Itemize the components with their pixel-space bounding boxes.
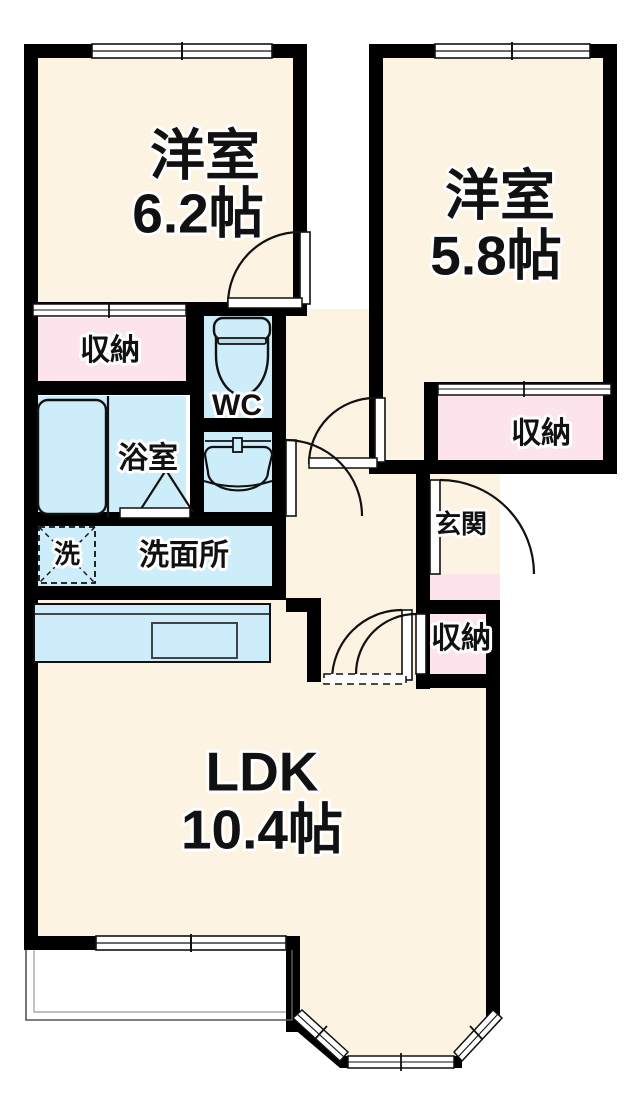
door-washroom-hall[interactable]: [285, 438, 364, 517]
label-bedroom2-sub: 5.8帖: [430, 225, 561, 287]
vanity-sink-fixture: [203, 437, 274, 492]
wall-ldk-top-right: [286, 598, 321, 612]
window-bay-left-pane: [291, 1008, 350, 1063]
door-entrance[interactable]: [429, 478, 536, 575]
wall-genkan-closet-top: [416, 600, 500, 614]
closet-fill-genkan-step: [424, 574, 500, 600]
wall-divider-bedrooms-2: [369, 44, 383, 474]
wall-hall-vert-left: [307, 598, 321, 682]
label-closet-genkan: 収納: [431, 622, 491, 655]
label-bedroom1-main: 洋室: [150, 125, 260, 187]
closet-door-bedroom1[interactable]: [32, 302, 187, 318]
label-closet-bedroom1: 収納: [80, 334, 140, 367]
fixtures: [33, 316, 274, 663]
label-ldk-sub: 10.4帖: [181, 799, 343, 861]
wall-closet1-bottom: [24, 381, 200, 395]
label-closet-bedroom2: 収納: [511, 417, 571, 450]
wall-wc-bottom: [190, 418, 286, 432]
door-bedroom1-hall[interactable]: [226, 230, 311, 309]
door-bedroom2-hall[interactable]: [307, 396, 386, 469]
wall-closet2-left: [424, 382, 438, 474]
wall-washroom-bottom: [24, 586, 286, 600]
balcony-fill: [26, 938, 272, 1020]
wall-vanity-bottom: [190, 512, 286, 526]
balcony-outline: [25, 950, 293, 1021]
label-ldk-main: LDK: [205, 741, 318, 803]
window-bedroom1-top: [91, 42, 273, 60]
room-labels: 洋室 6.2帖 洋室 5.8帖 LDK 10.4帖 収納 収納 収納 浴室 WC…: [51, 122, 574, 864]
wall-outer-right-upper: [603, 44, 617, 474]
wall-outer-left: [24, 44, 38, 950]
kitchen-counter-fixture: [33, 603, 271, 663]
hall-fill-upper: [272, 309, 384, 429]
label-bedroom2-main: 洋室: [445, 165, 555, 227]
door-genkan-closet[interactable]: [354, 612, 427, 675]
label-washer: 洗: [54, 539, 80, 569]
windows: [25, 42, 612, 1071]
toilet-fixture: [212, 316, 272, 397]
room-fill-bedroom1: [24, 44, 307, 309]
closet-door-bedroom2[interactable]: [437, 381, 612, 397]
bathtub-fixture: [36, 398, 108, 516]
window-bedroom2-top: [434, 42, 591, 60]
window-bay-right-pane: [452, 1008, 504, 1063]
closet-fill-bedroom1: [33, 318, 186, 381]
wall-bedroom2-bottom: [369, 460, 617, 474]
doors[interactable]: [119, 230, 536, 685]
door-hall-ldk[interactable]: [323, 608, 413, 685]
label-wc: WC: [212, 389, 262, 422]
wall-genkan-closet-bottom: [416, 674, 500, 688]
door-bath[interactable]: [119, 467, 194, 519]
label-bath: 浴室: [118, 441, 178, 475]
label-bedroom1-sub: 6.2帖: [132, 183, 263, 245]
closet-fill-bedroom2: [431, 392, 611, 470]
wall-ldk-right: [486, 674, 500, 1022]
room-fill-washroom: [33, 518, 272, 590]
window-ldk-balcony[interactable]: [95, 934, 287, 952]
window-bay-bottom: [347, 1053, 455, 1071]
room-fill-ldk-bay: [290, 938, 500, 1062]
wall-vanity-left: [190, 432, 204, 524]
label-washroom: 洗面所: [139, 539, 229, 572]
wall-wc-left: [190, 302, 204, 432]
wall-balcony-right: [286, 936, 300, 1032]
wall-wc-right: [272, 302, 286, 432]
room-fill-ldk-right: [300, 680, 500, 938]
wall-genkan-closet-right: [486, 600, 500, 688]
washer-slot-fixture: [38, 526, 96, 584]
label-genkan: 玄関: [435, 509, 487, 539]
wall-vanity-right: [272, 432, 286, 524]
wall-washroom-right: [272, 512, 286, 600]
